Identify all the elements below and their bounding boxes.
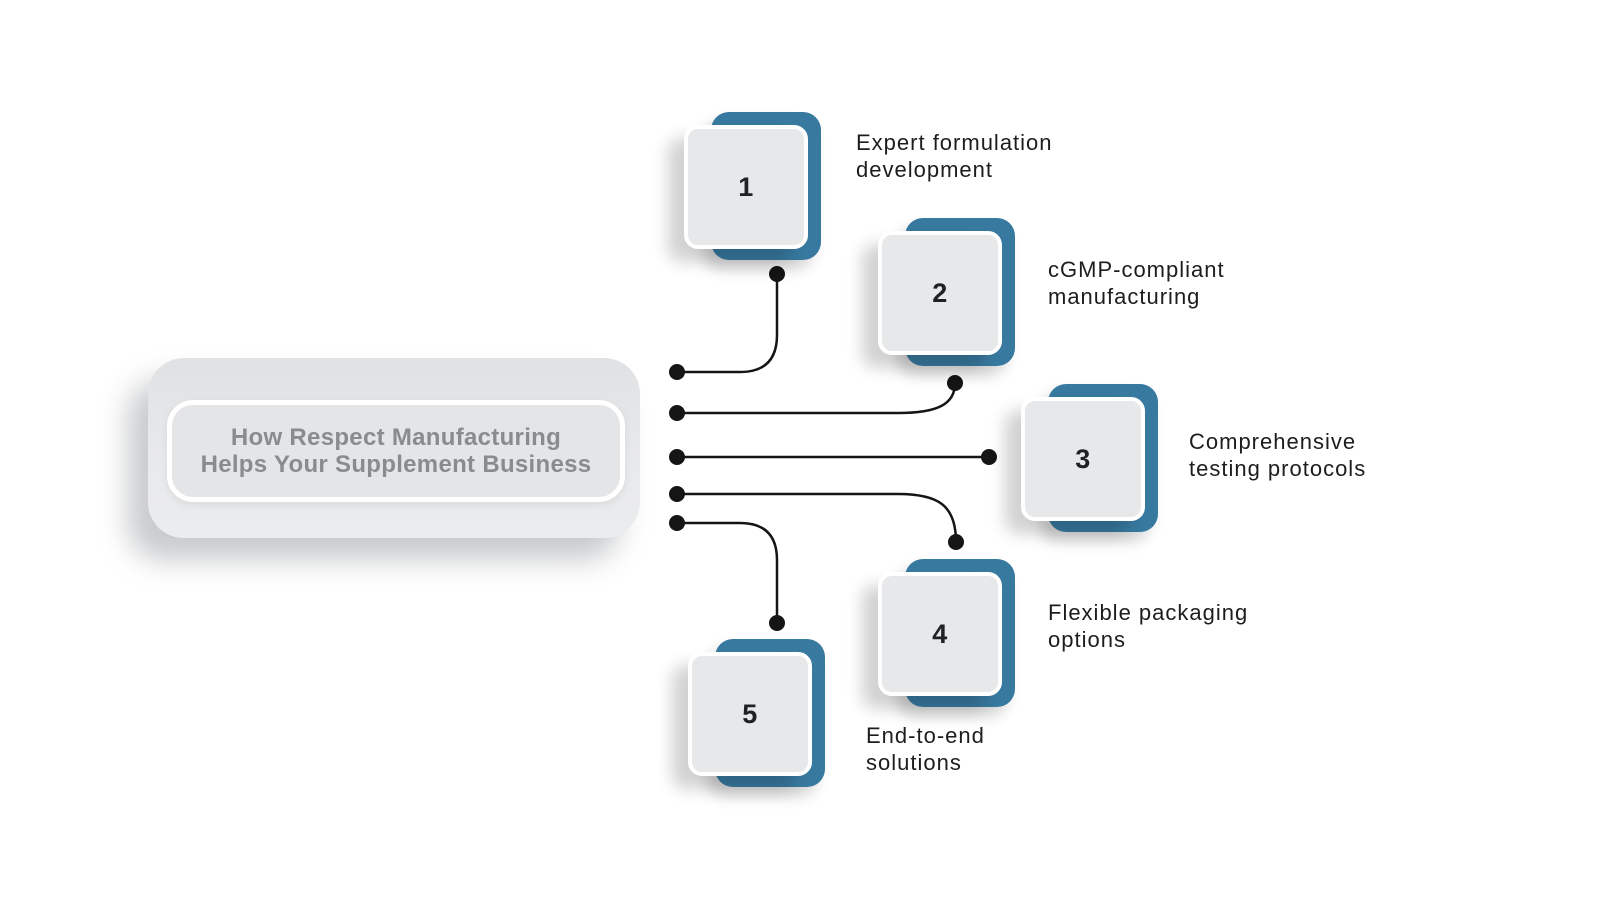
step-number-4: 4 xyxy=(932,618,948,649)
connector-dot-step-4 xyxy=(948,534,964,550)
step-number-square-1: 1 xyxy=(684,125,808,249)
step-label-5: End-to-end solutions xyxy=(866,723,985,775)
connector-line-4 xyxy=(677,492,958,543)
step-number-2: 2 xyxy=(932,277,948,308)
step-label-2: cGMP-compliant manufacturing xyxy=(1048,257,1225,309)
step-label-4: Flexible packaging options xyxy=(1048,600,1249,652)
connector-dot-hub-5 xyxy=(669,515,685,531)
step-label-1: Expert formulation development xyxy=(856,130,1053,182)
step-number-square-5: 5 xyxy=(688,652,812,776)
connector-line-1 xyxy=(677,274,779,374)
connector-dot-hub-4 xyxy=(669,486,685,502)
step-box-3: 3 xyxy=(1021,384,1158,532)
step-number-5: 5 xyxy=(742,698,758,729)
step-label-3: Comprehensive testing protocols xyxy=(1189,429,1367,481)
step-number-1: 1 xyxy=(738,171,754,202)
connector-line-5 xyxy=(677,521,779,623)
connector-dot-hub-3 xyxy=(669,449,685,465)
step-number-square-4: 4 xyxy=(878,572,1002,696)
step-number-3: 3 xyxy=(1075,443,1091,474)
diagram-title: How Respect Manufacturing Helps Your Sup… xyxy=(200,424,592,478)
connector-dot-hub-1 xyxy=(669,364,685,380)
step-number-square-3: 3 xyxy=(1021,397,1145,521)
step-box-4: 4 xyxy=(878,559,1015,707)
connector-dot-hub-2 xyxy=(669,405,685,421)
step-box-2: 2 xyxy=(878,218,1015,366)
connector-dot-step-2 xyxy=(947,375,963,391)
central-title-inner-panel: How Respect Manufacturing Helps Your Sup… xyxy=(167,400,625,502)
step-box-1: 1 xyxy=(684,112,821,260)
step-number-square-2: 2 xyxy=(878,231,1002,355)
central-title-card: How Respect Manufacturing Helps Your Sup… xyxy=(148,358,640,538)
connector-dot-step-1 xyxy=(769,266,785,282)
step-box-5: 5 xyxy=(688,639,825,787)
connector-dot-step-3 xyxy=(981,449,997,465)
connector-dot-step-5 xyxy=(769,615,785,631)
connector-line-2 xyxy=(677,382,957,415)
